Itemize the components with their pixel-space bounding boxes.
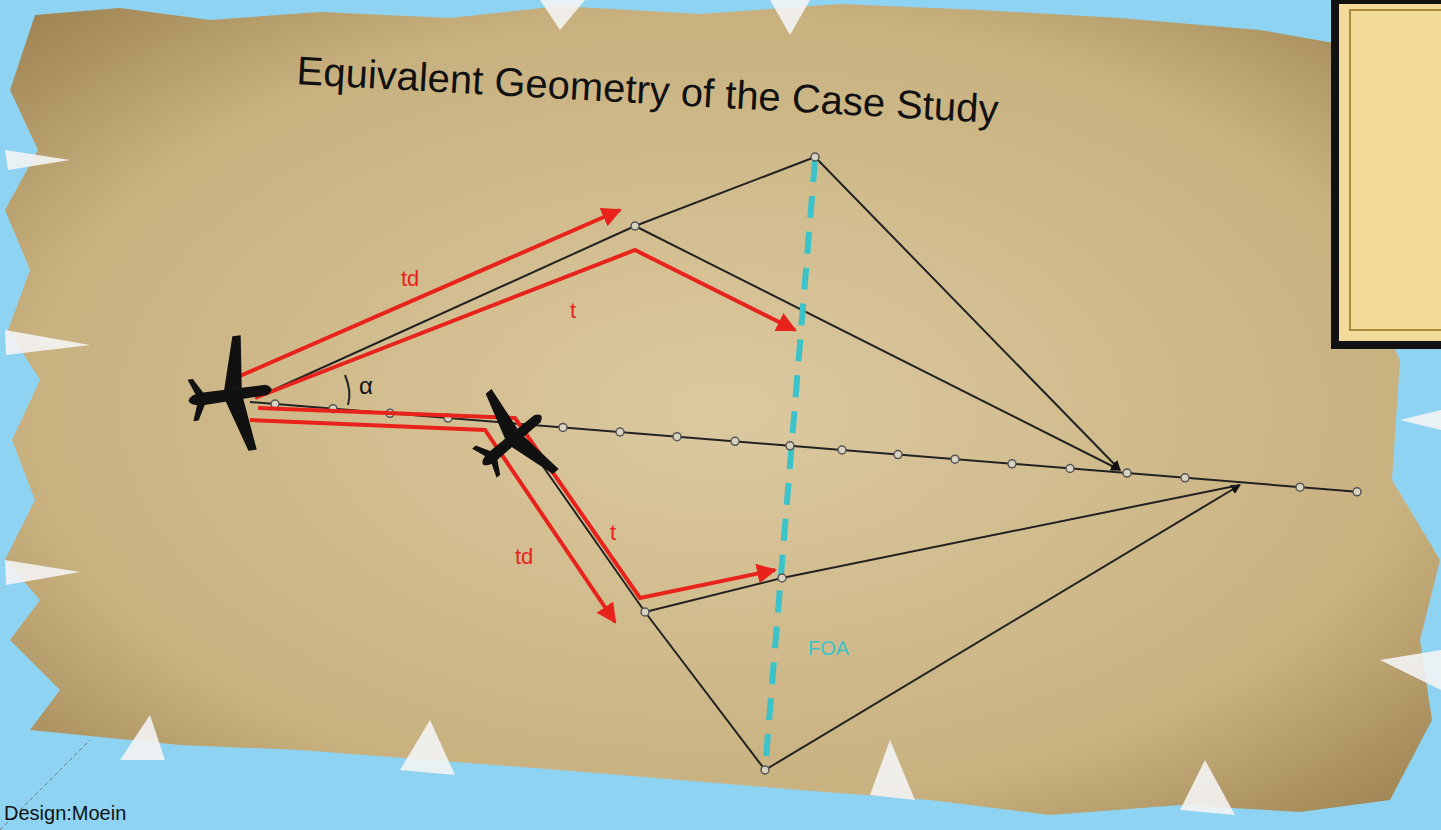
angle-label: α <box>359 374 373 398</box>
foa-label: FOA <box>808 638 849 658</box>
parchment <box>5 4 1440 815</box>
ray-label: td <box>515 546 533 568</box>
ray-label: t <box>570 300 576 322</box>
note-panel <box>1335 0 1441 345</box>
credit-note: Design:Moein <box>4 803 126 823</box>
ray-label: td <box>401 268 419 290</box>
aircraft <box>180 332 279 458</box>
aircraft <box>449 376 574 505</box>
foa-line <box>765 160 815 770</box>
ray-label: t <box>610 522 616 544</box>
